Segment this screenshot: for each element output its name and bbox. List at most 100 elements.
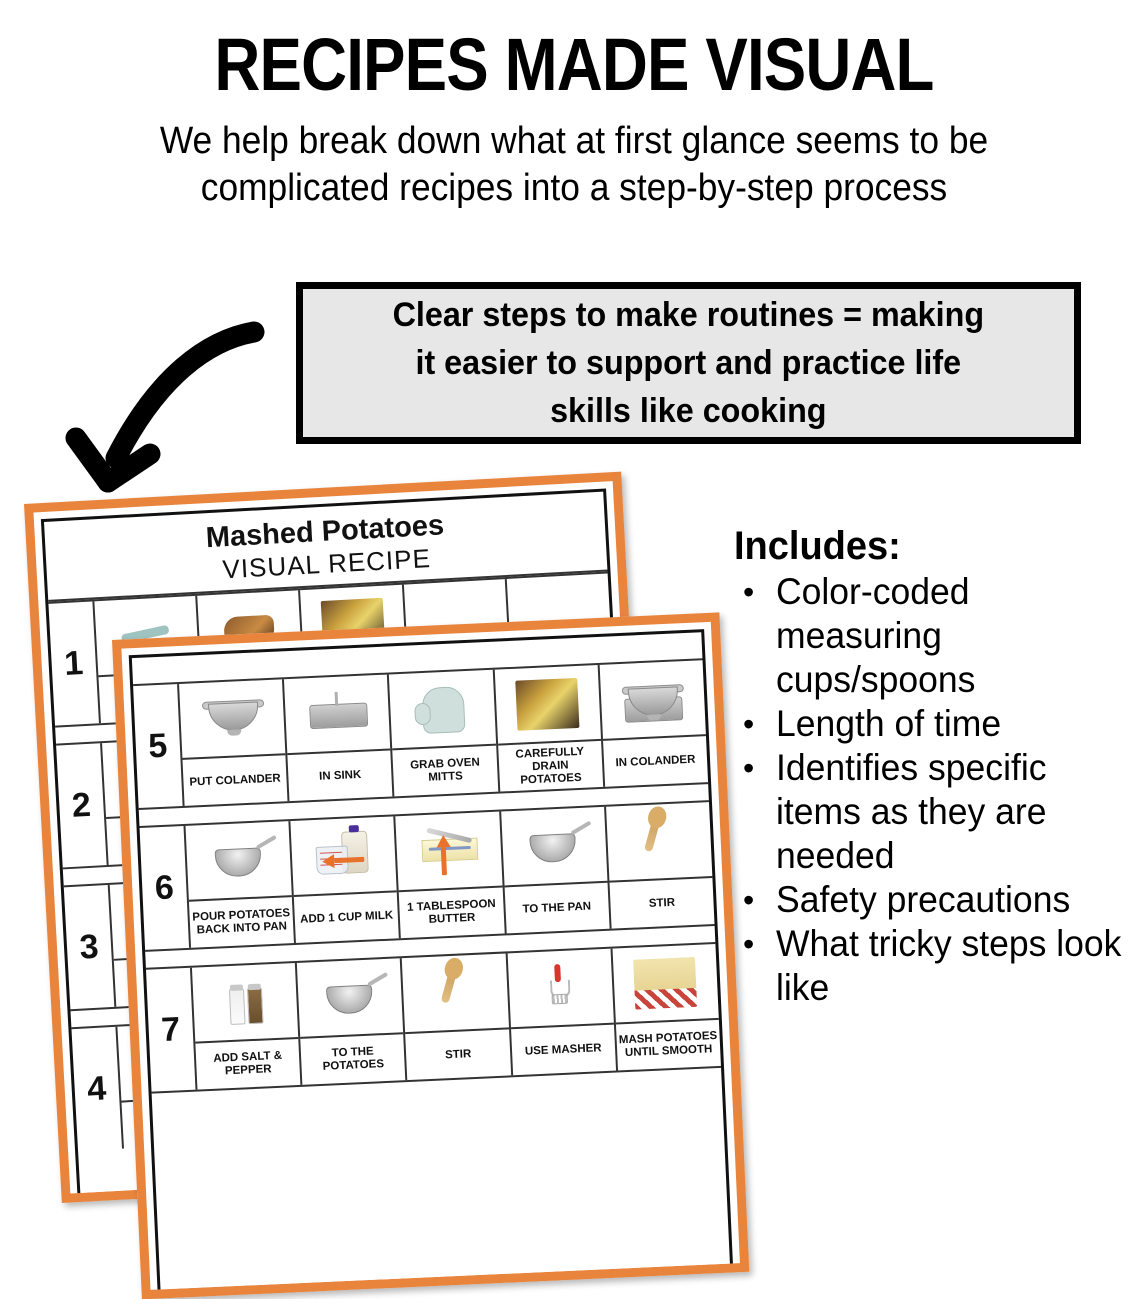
cell-image bbox=[599, 660, 706, 741]
cell-image bbox=[605, 802, 713, 883]
recipe-row: 5 PUT COLANDER IN SI bbox=[133, 658, 709, 808]
colander-icon bbox=[199, 689, 265, 748]
recipe-cell: GRAB OVEN MITTS bbox=[389, 669, 500, 797]
cell-label: STIR bbox=[444, 1047, 472, 1061]
cell-image bbox=[500, 806, 608, 888]
cell-label: POUR POTATOES BACK INTO PAN bbox=[192, 907, 291, 937]
recipe-cell: MASH POTATOES UNTIL SMOOTH bbox=[612, 943, 721, 1071]
cell-label: IN SINK bbox=[318, 768, 362, 783]
cell-label: PUT COLANDER bbox=[189, 771, 281, 789]
recipe-cell: STIR bbox=[402, 953, 513, 1081]
oven-mitt-icon bbox=[409, 680, 475, 739]
cell-image bbox=[185, 821, 293, 902]
page-header: RECIPES MADE VISUAL We help break down w… bbox=[0, 0, 1148, 212]
cell-image bbox=[402, 953, 509, 1035]
recipe-cell: 1 TABLESPOON BUTTER bbox=[395, 811, 507, 939]
step-number: 3 bbox=[63, 884, 117, 1010]
recipe-card-front[interactable]: 5 PUT COLANDER IN SI bbox=[112, 612, 750, 1299]
recipe-cell: ADD SALT & PEPPER bbox=[191, 962, 303, 1090]
cell-label: CAREFULLY DRAIN POTATOES bbox=[515, 745, 585, 787]
callout-line-3: skills like cooking bbox=[550, 392, 827, 430]
list-item: • Color-coded measuring cups/spoons bbox=[734, 570, 1148, 702]
recipe-row: 6 POUR POTATOES BACK INTO PAN bbox=[139, 800, 715, 950]
potato-masher-icon bbox=[527, 959, 593, 1018]
list-item: • What tricky steps look like bbox=[734, 922, 1148, 1010]
salt-pepper-shakers-icon bbox=[212, 973, 278, 1032]
list-item: • Identifies specific items as they are … bbox=[734, 746, 1148, 878]
step-number: 2 bbox=[56, 743, 109, 868]
cell-label: 1 TABLESPOON BUTTER bbox=[406, 897, 496, 926]
cell-image bbox=[494, 665, 601, 746]
recipe-cell: CAREFULLY DRAIN POTATOES bbox=[494, 664, 605, 792]
bullet-icon: • bbox=[743, 750, 755, 786]
recipe-cell: TO THE POTATOES bbox=[297, 958, 408, 1085]
step-number: 1 bbox=[48, 601, 101, 726]
cell-image bbox=[290, 816, 398, 898]
butter-stick-knife-icon bbox=[416, 822, 482, 881]
cell-label: USE MASHER bbox=[524, 1041, 602, 1058]
curved-arrow-icon bbox=[58, 296, 308, 496]
colander-in-sink-icon bbox=[619, 670, 685, 729]
sink-icon bbox=[304, 684, 370, 743]
draining-potatoes-photo bbox=[515, 677, 580, 731]
recipe-row-cells: POUR POTATOES BACK INTO PAN ADD 1 CUP MI… bbox=[185, 802, 715, 948]
includes-item-label: What tricky steps look like bbox=[776, 923, 1122, 1008]
cell-label: TO THE POTATOES bbox=[322, 1045, 385, 1073]
page-subtitle: We help break down what at first glance … bbox=[40, 118, 1108, 212]
recipe-cell: STIR bbox=[605, 802, 715, 929]
cell-label: TO THE PAN bbox=[522, 900, 592, 916]
recipe-row-cells: PUT COLANDER IN SINK GRAB OVEN MITTS bbox=[179, 660, 708, 806]
includes-item-label: Safety precautions bbox=[776, 879, 1071, 920]
wooden-spoon-icon bbox=[422, 963, 488, 1022]
recipe-card-stack: Mashed Potatoes VISUAL RECIPE 1 GET bbox=[0, 470, 760, 1299]
recipe-cell: ADD 1 CUP MILK bbox=[290, 816, 402, 943]
recipe-row-cells: ADD SALT & PEPPER TO THE POTATOES STIR bbox=[191, 943, 721, 1090]
recipe-cell: USE MASHER bbox=[507, 948, 618, 1076]
recipe-cell: IN SINK bbox=[284, 674, 395, 802]
page-title: RECIPES MADE VISUAL bbox=[214, 23, 934, 106]
bullet-icon: • bbox=[743, 706, 755, 742]
includes-item-label: Identifies specific items as they are ne… bbox=[776, 747, 1047, 876]
recipe-cell: TO THE PAN bbox=[500, 806, 612, 934]
includes-section: Includes: • Color-coded measuring cups/s… bbox=[734, 524, 1148, 1010]
recipe-cell: POUR POTATOES BACK INTO PAN bbox=[185, 821, 297, 948]
cell-label: ADD SALT & PEPPER bbox=[213, 1049, 283, 1078]
step-number: 7 bbox=[145, 967, 198, 1092]
callout-line-2: it easier to support and practice life bbox=[415, 344, 962, 382]
cell-image bbox=[191, 963, 299, 1044]
step-number: 6 bbox=[139, 825, 192, 950]
callout-box: Clear steps to make routines = making it… bbox=[296, 282, 1081, 444]
pan-icon bbox=[521, 817, 587, 876]
includes-item-label: Color-coded measuring cups/spoons bbox=[776, 571, 976, 700]
cell-label: IN COLANDER bbox=[615, 753, 696, 769]
bullet-icon: • bbox=[743, 882, 755, 918]
recipe-card-front-page: 5 PUT COLANDER IN SI bbox=[128, 629, 747, 1299]
callout-line-1: Clear steps to make routines = making bbox=[392, 296, 985, 334]
bullet-icon: • bbox=[743, 574, 755, 610]
page-subtitle-line-1: We help break down what at first glance … bbox=[159, 120, 989, 162]
recipe-cell: PUT COLANDER bbox=[179, 679, 290, 806]
step-number: 5 bbox=[133, 684, 185, 808]
cell-image bbox=[284, 674, 391, 756]
recipe-cell: IN COLANDER bbox=[599, 660, 708, 787]
list-item: • Safety precautions bbox=[734, 878, 1148, 922]
step-number: 4 bbox=[71, 1026, 125, 1152]
cell-label: GRAB OVEN MITTS bbox=[409, 756, 481, 784]
cell-image bbox=[395, 811, 503, 893]
mashed-potatoes-photo bbox=[633, 956, 698, 1010]
includes-heading: Includes: bbox=[734, 524, 901, 568]
cell-label: STIR bbox=[648, 896, 676, 910]
recipe-row: 7 ADD SALT & PEPPER bbox=[145, 941, 721, 1092]
list-item: • Length of time bbox=[734, 702, 1148, 746]
cell-image bbox=[297, 958, 404, 1039]
cell-label: ADD 1 CUP MILK bbox=[299, 909, 394, 926]
page-subtitle-line-2: complicated recipes into a step-by-step … bbox=[200, 167, 948, 209]
pan-icon bbox=[205, 831, 271, 890]
cell-image bbox=[389, 669, 496, 751]
callout-text: Clear steps to make routines = making it… bbox=[379, 291, 997, 435]
includes-item-label: Length of time bbox=[776, 703, 1002, 744]
cell-image bbox=[507, 948, 614, 1030]
pan-icon bbox=[317, 968, 383, 1027]
measuring-cup-milk-icon bbox=[311, 826, 377, 885]
bullet-icon: • bbox=[743, 926, 755, 962]
